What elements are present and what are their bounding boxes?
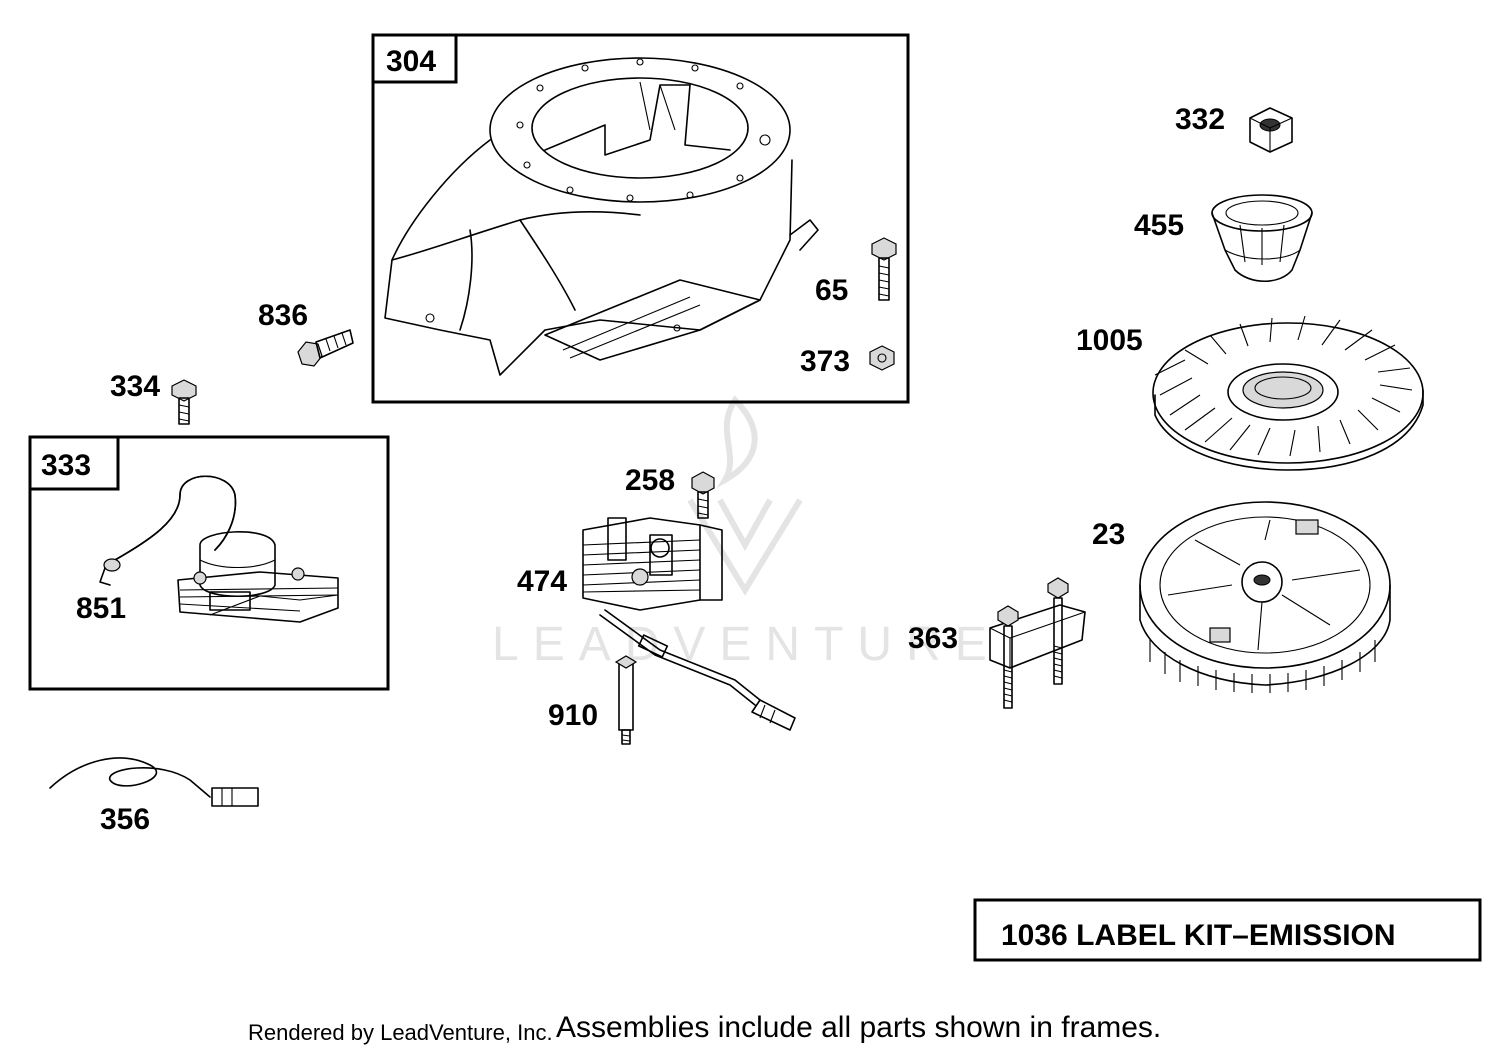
footer-rendered-by: Rendered by LeadVenture, Inc. xyxy=(248,1020,553,1045)
screw-334[interactable] xyxy=(171,379,197,425)
starter-cup-455[interactable] xyxy=(1211,194,1313,282)
screw-258[interactable] xyxy=(691,471,715,519)
fan-1005[interactable] xyxy=(1152,315,1424,471)
frame-333: 333 851 xyxy=(28,435,390,691)
callout-455: 455 xyxy=(1134,209,1184,242)
bolt-836[interactable] xyxy=(297,329,354,367)
callout-373: 373 xyxy=(800,345,850,378)
frame-333-label: 333 xyxy=(41,449,91,482)
frame-304-tag xyxy=(371,33,458,84)
callout-474: 474 xyxy=(517,565,567,598)
nut-373[interactable] xyxy=(869,345,895,371)
label-kit-border xyxy=(973,898,1482,962)
frame-304-label: 304 xyxy=(386,45,436,78)
watermark-text: LEADVENTURE xyxy=(492,618,1001,671)
callout-334: 334 xyxy=(110,370,160,403)
callout-332: 332 xyxy=(1175,103,1225,136)
label-kit-text: 1036 LABEL KIT–EMISSION xyxy=(1001,919,1396,952)
callout-356: 356 xyxy=(100,803,150,836)
screw-65[interactable] xyxy=(871,237,897,301)
bracket-363[interactable] xyxy=(989,577,1086,709)
callout-258: 258 xyxy=(625,464,675,497)
frame-333-tag xyxy=(28,435,120,491)
armature-474[interactable] xyxy=(582,517,796,731)
footer-note: Assemblies include all parts shown in fr… xyxy=(556,1011,1161,1044)
callout-851: 851 xyxy=(76,592,126,625)
flywheel-23[interactable] xyxy=(1139,501,1391,693)
spacer-910[interactable] xyxy=(614,655,638,745)
callout-23: 23 xyxy=(1092,518,1125,551)
callout-910: 910 xyxy=(548,699,598,732)
ground-wire-356[interactable] xyxy=(49,757,259,807)
frame-304: 304 xyxy=(371,33,910,404)
frame-333-border xyxy=(28,435,390,691)
watermark-logo: LEADVENTURE xyxy=(492,395,1001,671)
nut-332[interactable] xyxy=(1249,107,1293,153)
frame-304-border xyxy=(371,33,910,404)
blower-housing[interactable] xyxy=(384,57,819,376)
callout-65: 65 xyxy=(815,274,848,307)
callout-1005: 1005 xyxy=(1076,324,1143,357)
ignition-armature[interactable] xyxy=(99,475,339,623)
callout-836: 836 xyxy=(258,299,308,332)
callout-363: 363 xyxy=(908,622,958,655)
label-kit-box: 1036 LABEL KIT–EMISSION xyxy=(973,898,1482,962)
